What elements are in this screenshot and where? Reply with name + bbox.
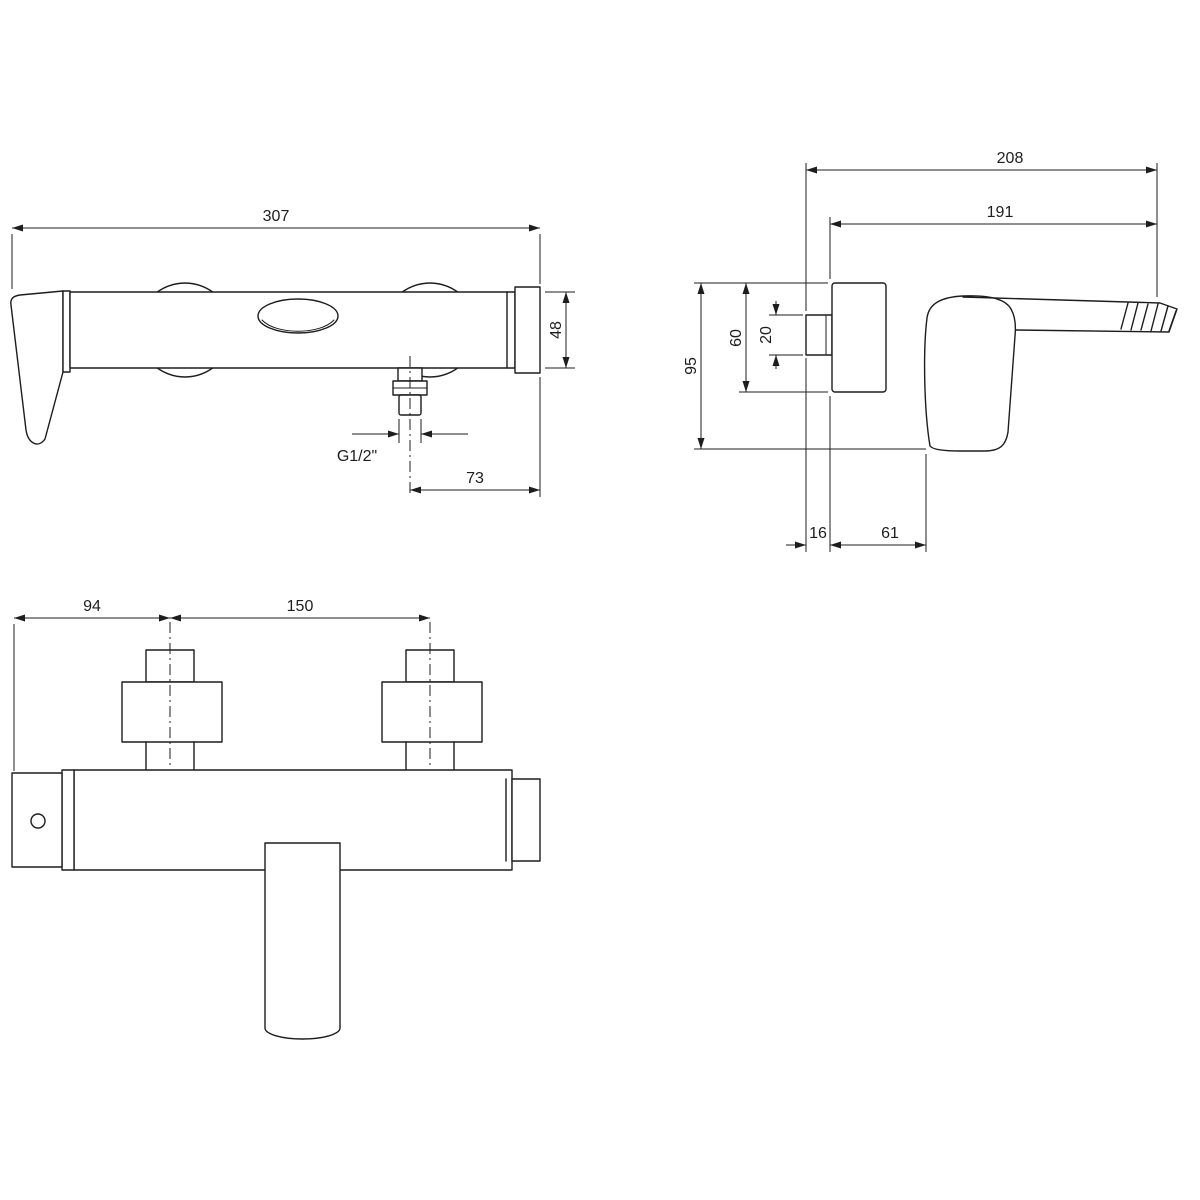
lever-handle-front [10, 290, 64, 445]
handle-body-side [923, 295, 1017, 452]
wall-escutcheon-body [831, 282, 887, 393]
front-view-object [10, 282, 541, 445]
dim-label-escutcheon-height: 60 [728, 329, 745, 347]
right-end-cap [514, 286, 541, 374]
dim-label-outlet-thread: G1/2" [337, 448, 377, 465]
lever-grip-hatch [1120, 302, 1177, 332]
dim-label-body-height: 48 [548, 321, 565, 339]
handle-joint-ring [62, 290, 71, 373]
dim-label-left-offset: 94 [83, 598, 101, 615]
lever-arm-side [962, 296, 1178, 333]
top-view-dimensions: 94 150 [13, 598, 430, 771]
wall-inlet-fitting [805, 314, 833, 356]
side-view-object [805, 282, 1178, 452]
side-view: 208 191 95 60 20 16 [683, 150, 1178, 552]
spout-opening [257, 298, 339, 334]
dim-label-inlet-depth: 16 [809, 525, 827, 542]
top-view-object [11, 649, 541, 1040]
dim-label-outlet-offset: 73 [466, 470, 484, 487]
handle-joint-top [61, 769, 75, 871]
front-view-dimensions: 307 48 G1/2" 73 [11, 208, 575, 497]
right-end-cap-top [511, 778, 541, 862]
spout-opening-lip [261, 319, 335, 332]
front-view: 307 48 G1/2" 73 [10, 208, 575, 497]
dim-label-overall-height: 95 [683, 357, 700, 375]
handle-plate-top [11, 772, 63, 868]
dim-label-inlet-height: 20 [758, 326, 775, 344]
top-view: 94 150 [11, 598, 541, 1040]
side-view-dimensions: 208 191 95 60 20 16 [683, 150, 1158, 552]
spout-outlet-cylinder [264, 842, 341, 1040]
dim-label-valve-spacing: 150 [287, 598, 314, 615]
dim-label-overall-width: 307 [263, 208, 290, 225]
mixer-body-front [69, 291, 516, 369]
dim-label-body-depth: 61 [881, 525, 899, 542]
dim-label-lever-depth: 191 [987, 204, 1014, 221]
dim-label-overall-depth: 208 [997, 150, 1024, 167]
handle-screw-hole [30, 813, 46, 829]
right-valve-body [381, 681, 483, 743]
left-valve-body [121, 681, 223, 743]
